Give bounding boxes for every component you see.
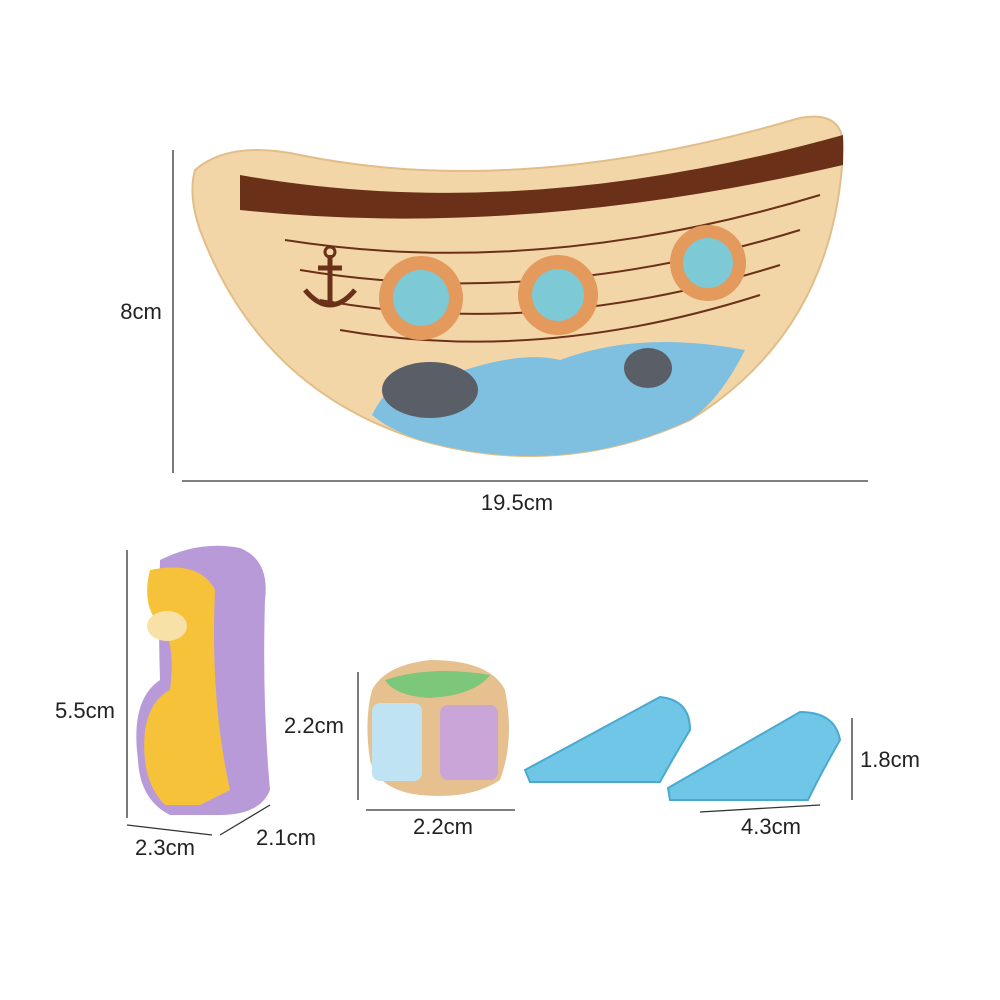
shark <box>624 348 672 388</box>
dice-width-label: 2.2cm <box>413 814 473 839</box>
wedge-length-label: 4.3cm <box>741 814 801 839</box>
giraffe-height-label: 5.5cm <box>55 698 115 723</box>
dimension-lines <box>126 150 868 836</box>
wedges <box>523 695 842 801</box>
boat-height-label: 8cm <box>120 299 162 324</box>
giraffe-width-label: 2.3cm <box>135 835 195 860</box>
portholes <box>379 225 746 340</box>
whale <box>382 362 478 418</box>
anchor-icon <box>303 245 357 308</box>
giraffe-block <box>136 545 270 815</box>
wedge-height-label: 1.8cm <box>860 747 920 772</box>
boat-balance-toy <box>191 115 845 457</box>
dice <box>367 660 509 796</box>
boat-width-label: 19.5cm <box>480 490 554 515</box>
dice-height-label: 2.2cm <box>284 713 344 738</box>
giraffe-depth-label: 2.1cm <box>256 825 316 850</box>
